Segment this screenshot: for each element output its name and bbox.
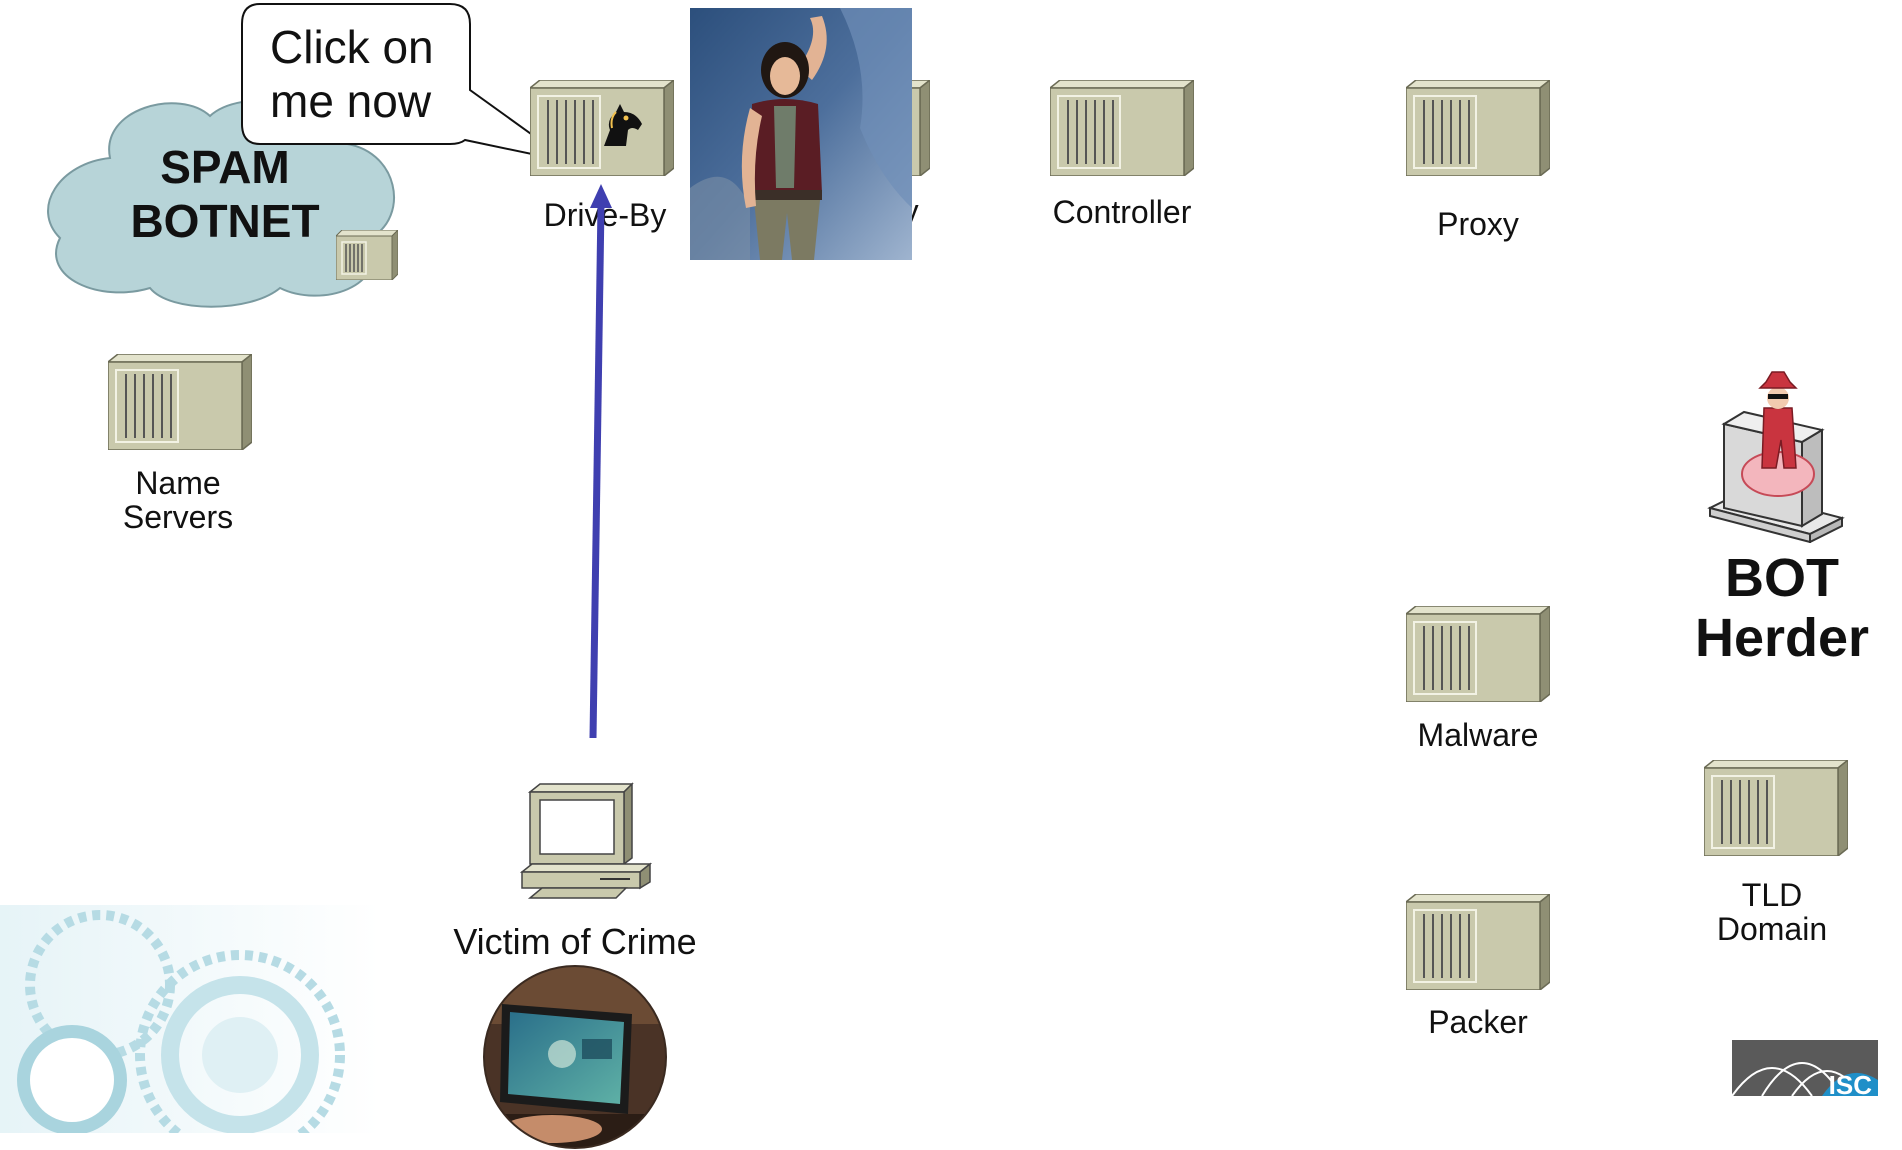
name-servers-line-1: Name [135,465,221,501]
bot-herder-label: BOT Herder [1672,548,1892,668]
botnet-server-icon [336,230,398,280]
bot-herder-icon[interactable] [1706,368,1846,543]
tld-domain-label: TLD Domain [1672,878,1872,946]
name-servers-label: Name Servers [78,466,278,534]
gears-decoration [0,905,380,1133]
proxy-server[interactable] [1406,80,1550,176]
tld-line-1: TLD [1741,877,1803,913]
victim-photo[interactable] [482,964,668,1150]
name-servers-server[interactable] [108,354,252,450]
callout-text: Click on me now [270,20,480,128]
tld-domain-server[interactable] [1704,760,1848,856]
malware-label: Malware [1417,717,1539,753]
proxy-label: Proxy [1437,206,1519,242]
tld-line-2: Domain [1716,911,1828,947]
driveby-server[interactable] [530,80,674,176]
callout-bubble[interactable] [240,2,580,162]
controller-label: Controller [1052,194,1192,230]
name-servers-line-2: Servers [122,499,234,535]
packer-server[interactable] [1406,894,1550,990]
cloud-line-1: SPAM [160,141,290,193]
spam-botnet-label: SPAM BOTNET [100,140,350,248]
trojan-horse-icon [604,104,642,146]
victim-computer-icon[interactable] [520,782,652,900]
isc-logo: ISC [1732,1040,1878,1096]
woman-photo[interactable] [690,8,912,260]
isc-logo-text: ISC [1829,1070,1873,1096]
driveby-label: Drive-By [543,197,667,233]
malware-server[interactable] [1406,606,1550,702]
spam-botnet-cloud [47,99,395,308]
callout-line-2: me now [270,75,432,127]
controller-server[interactable] [1050,80,1194,176]
bot-herder-line-1: BOT [1725,548,1839,608]
bot-herder-line-2: Herder [1694,608,1870,668]
packer-label: Packer [1428,1004,1528,1040]
victim-label: Victim of Crime [453,921,697,962]
cloud-line-2: BOTNET [130,195,320,247]
callout-line-1: Click on [270,21,434,73]
